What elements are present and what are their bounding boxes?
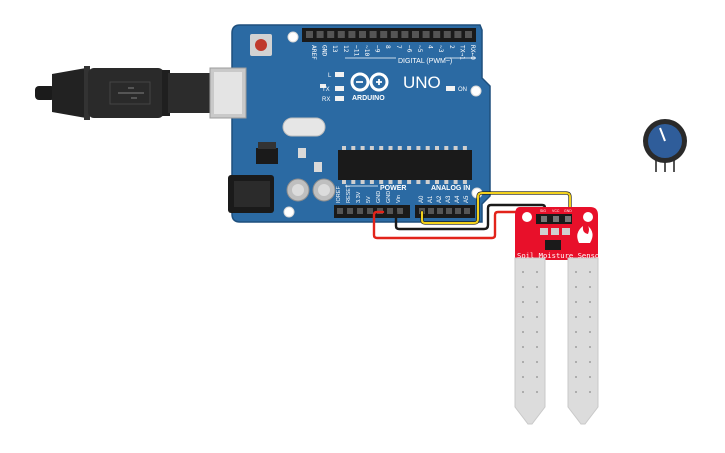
led-rx-label: RX xyxy=(322,97,330,103)
digital-pin-label: ~6 xyxy=(405,45,412,53)
digital-header-label: DIGITAL (PWM~) xyxy=(398,58,452,65)
board-model: UNO xyxy=(403,73,441,92)
analog-pin-label: A5 xyxy=(464,195,470,203)
sensor-pin-label: SIG xyxy=(540,209,546,213)
power-pin-label: 5V xyxy=(366,196,372,203)
digital-pin-label: ~3 xyxy=(437,45,444,53)
digital-pin-label: TX→1 xyxy=(458,45,465,60)
led-l-label: L xyxy=(328,73,332,79)
sparkfun-flame-icon xyxy=(577,226,593,243)
digital-pin-label: 7 xyxy=(395,45,402,49)
analog-pin-label: A2 xyxy=(437,195,443,203)
wire-ground[interactable] xyxy=(394,203,547,231)
led-l xyxy=(335,72,344,77)
power-pin-label: IOREF xyxy=(336,186,342,203)
soil-moisture-sensor[interactable]: Soil Moisture Sensor SIG VCC GND xyxy=(514,207,604,425)
analog-pin-label: A1 xyxy=(428,195,434,203)
analog-pin-label: A4 xyxy=(455,195,461,203)
usb-cable-icon[interactable] xyxy=(35,66,210,120)
led-rx xyxy=(335,96,344,101)
sensor-pin-label: VCC xyxy=(552,209,560,213)
digital-pin-label: 12 xyxy=(342,45,349,53)
led-on xyxy=(446,86,455,91)
board-brand: ARDUINO xyxy=(352,95,385,102)
led-tx-label: TX xyxy=(322,87,330,93)
sensor-pin-label: GND xyxy=(564,209,572,213)
analog-pin-label: A0 xyxy=(419,195,425,203)
digital-pin-label: ~10 xyxy=(363,45,370,56)
arduino-infinity-logo xyxy=(350,72,389,92)
analog-pin-label: A3 xyxy=(446,195,452,203)
analog-header-label: ANALOG IN xyxy=(431,185,470,192)
power-pin-label: GND xyxy=(386,191,392,203)
digital-pin-label: ~11 xyxy=(352,45,359,56)
digital-pin-label: ~5 xyxy=(416,45,423,53)
led-on-label: ON xyxy=(458,87,467,93)
reset-button[interactable] xyxy=(250,34,272,56)
power-header-label: POWER xyxy=(380,185,406,192)
digital-pin-label: RX←0 xyxy=(469,45,476,60)
digital-header[interactable] xyxy=(302,28,476,42)
power-pin-label: RESET xyxy=(346,184,352,203)
led-tx xyxy=(335,86,344,91)
power-pin-label: Vin xyxy=(396,195,402,203)
sensor-label: Soil Moisture Sensor xyxy=(517,251,604,260)
power-pin-label: GND xyxy=(376,191,382,203)
digital-pin-label: 8 xyxy=(384,45,391,49)
digital-pin-label: AREF xyxy=(310,45,317,60)
digital-pin-label: 2 xyxy=(448,45,455,49)
power-pin-label: 3.3V xyxy=(356,191,362,203)
digital-pin-label: 4 xyxy=(427,45,434,49)
potentiometer-icon[interactable] xyxy=(643,119,687,172)
digital-pin-label: GND xyxy=(321,45,328,56)
digital-pin-label: 13 xyxy=(331,45,338,53)
digital-pin-label: ~9 xyxy=(374,45,381,53)
